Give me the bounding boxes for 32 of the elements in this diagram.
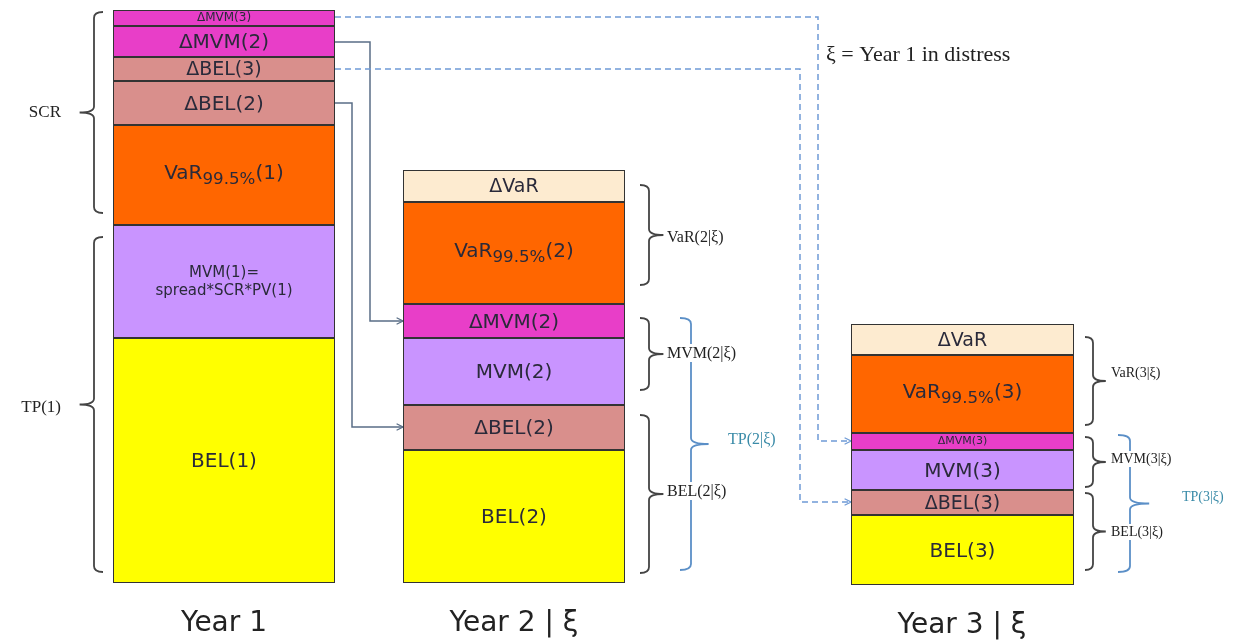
arrow — [334, 102, 404, 431]
stack-segment: ΔVaR — [851, 324, 1074, 355]
stack-segment: ΔMVM(3) — [851, 433, 1074, 450]
brace-label: VaR(2|ξ) — [666, 228, 725, 247]
stack-segment: MVM(1)= spread*SCR*PV(1) — [113, 225, 335, 338]
stack-segment: ΔVaR — [403, 170, 625, 202]
arrow — [334, 16, 852, 445]
stack-segment: MVM(3) — [851, 450, 1074, 490]
stack-segment: ΔMVM(2) — [113, 26, 335, 57]
arrow — [334, 68, 852, 506]
brace-label: TP(1) — [20, 397, 62, 418]
brace-label: TP(3|ξ) — [1181, 489, 1225, 506]
stack-segment: ΔMVM(3) — [113, 10, 335, 26]
stack-segment: ΔBEL(3) — [113, 57, 335, 81]
stack-segment: BEL(3) — [851, 515, 1074, 585]
brace-label: MVM(2|ξ) — [666, 344, 737, 363]
brace-label: TP(2|ξ) — [727, 430, 777, 449]
stack-segment: ΔBEL(3) — [851, 490, 1074, 515]
stack-segment: BEL(1) — [113, 338, 335, 583]
stack-segment: ΔBEL(2) — [113, 81, 335, 125]
stack-segment: MVM(2) — [403, 338, 625, 405]
stack-segment: ΔBEL(2) — [403, 405, 625, 450]
brace-label: MVM(3|ξ) — [1110, 451, 1173, 468]
arrow — [334, 41, 404, 325]
stack-segment: BEL(2) — [403, 450, 625, 583]
stack-segment: ΔMVM(2) — [403, 304, 625, 338]
stack-segment: VaR$_{99.5%}$(1) — [113, 125, 335, 225]
brace-label: VaR(3|ξ) — [1110, 365, 1162, 382]
brace-label: BEL(2|ξ) — [666, 482, 728, 501]
stack-segment: VaR$_{99.5%}$(2) — [403, 202, 625, 304]
stack-segment: VaR$_{99.5%}$(3) — [851, 355, 1074, 433]
brace-label: BEL(3|ξ) — [1110, 524, 1164, 541]
